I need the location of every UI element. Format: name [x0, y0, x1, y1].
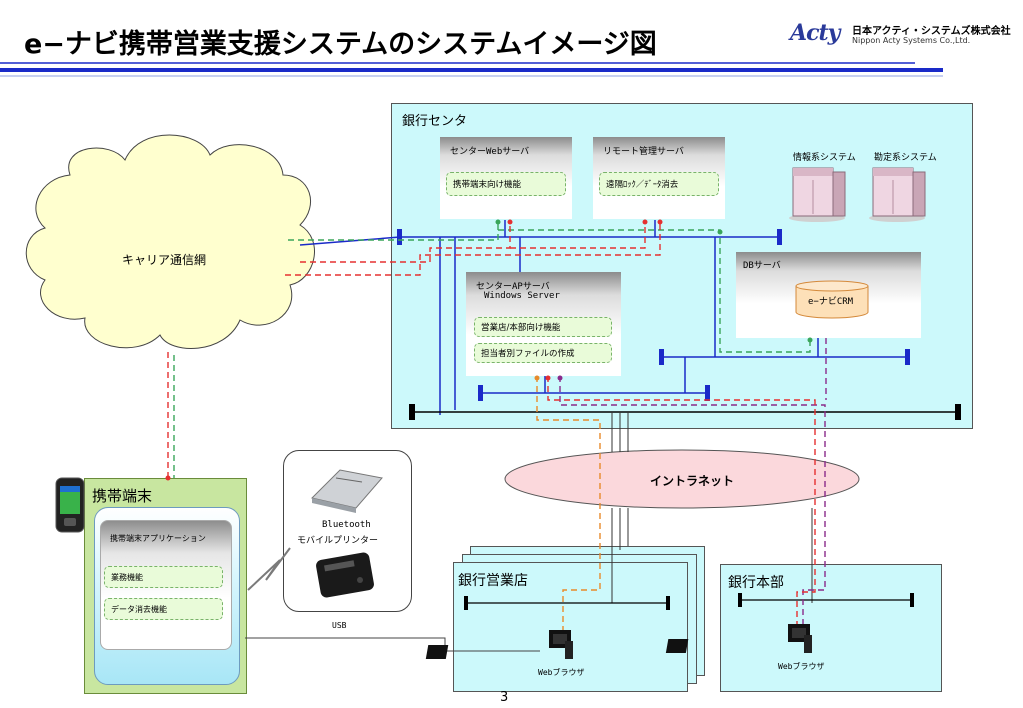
cloud-label: キャリア通信網 — [122, 253, 207, 267]
intranet-ellipse — [504, 449, 860, 509]
logo-company-name-en: Nippon Acty Systems Co.,Ltd. — [852, 36, 971, 45]
branch-pc-icon — [425, 630, 573, 659]
remote-server-chip: 遠隔ﾛｯｸ／ﾃﾞｰﾀ消去 — [599, 172, 719, 196]
mobile-chip-1: 業務機能 — [104, 566, 223, 588]
bluetooth-zigzag — [247, 547, 291, 591]
printer-label-1: Bluetooth — [322, 520, 371, 530]
printer-label-2: モバイルプリンター — [297, 536, 379, 546]
bank-center-label: 銀行センタ — [402, 114, 468, 129]
hq-label: 銀行本部 — [728, 575, 784, 591]
ap-server-chip-2: 担当者別ファイルの作成 — [474, 343, 612, 363]
intranet-label: イントラネット — [650, 474, 735, 488]
db-server-title: DBサーバ — [743, 261, 781, 271]
accounting-system-icon — [869, 167, 926, 222]
branch-box — [453, 562, 688, 692]
usb-label: USB — [332, 621, 347, 630]
page-title: e−ナビ携帯営業支援システムのシステムイメージ図 — [24, 29, 657, 60]
web-server-title: センターWebサーバ — [450, 147, 530, 157]
ap-server-subtitle: Windows Server — [484, 291, 560, 301]
host-computers — [789, 167, 926, 222]
printer-top-icon — [311, 469, 383, 513]
info-system-label: 情報系システム — [793, 153, 856, 163]
mobile-terminal-label: 携帯端末 — [92, 487, 153, 505]
hq-pc-label: Webブラウザ — [778, 662, 825, 671]
mobile-chip-2: データ消去機能 — [104, 598, 223, 620]
remote-server-title: リモート管理サーバ — [603, 147, 684, 157]
carrier-cloud — [25, 134, 315, 349]
branch-pc-label: Webブラウザ — [538, 668, 585, 677]
ap-server-title: センターAPサーバ — [476, 282, 550, 292]
branch-label: 銀行営業店 — [458, 573, 528, 589]
title-rule — [0, 62, 943, 77]
printer-bottom-icon — [316, 552, 374, 598]
hq-box — [720, 564, 942, 692]
page-number: 3 — [500, 690, 509, 705]
phone-icon — [55, 477, 85, 533]
hq-pc-icon — [665, 624, 812, 653]
db-label: e−ナビCRM — [808, 297, 854, 307]
web-server-chip: 携帯端末向け機能 — [446, 172, 566, 196]
accounting-system-label: 勘定系システム — [874, 153, 937, 163]
database-icon — [795, 280, 869, 319]
info-system-icon — [789, 167, 846, 222]
logo-company-name: 日本アクティ・システムズ株式会社 — [852, 26, 1011, 37]
logo-mark: Acty — [790, 20, 840, 46]
ap-server-chip-1: 営業店/本部向け機能 — [474, 317, 612, 337]
mobile-app-title: 携帯端末アプリケーション — [110, 534, 206, 543]
company-logo: Acty 日本アクティ・システムズ株式会社 Nippon Acty System… — [790, 20, 1011, 50]
